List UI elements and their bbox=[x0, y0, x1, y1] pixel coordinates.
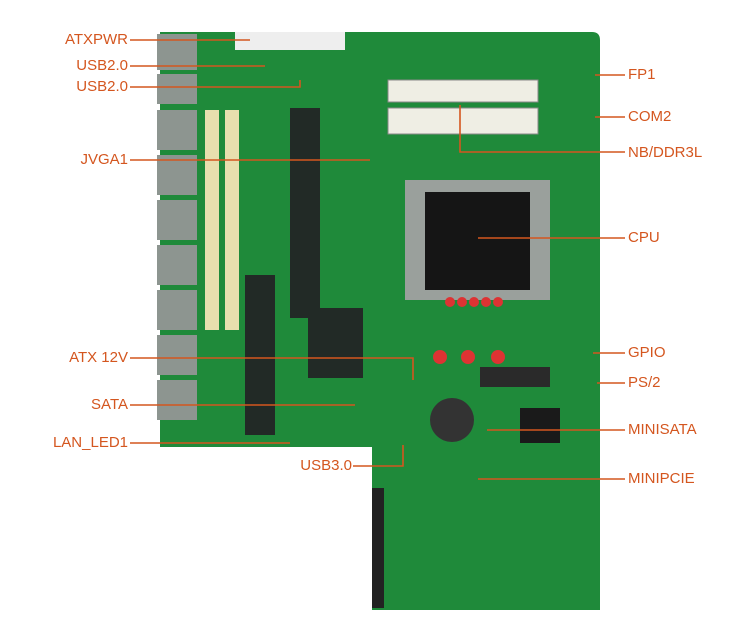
label-com2: COM2 bbox=[628, 108, 672, 125]
chip bbox=[520, 408, 560, 443]
label-jvga1: JVGA1 bbox=[80, 151, 128, 168]
label-cpu: CPU bbox=[628, 229, 660, 246]
label-sata: SATA bbox=[91, 396, 128, 413]
label-ps2: PS/2 bbox=[628, 374, 661, 391]
pcie-slot bbox=[372, 488, 384, 608]
label-minipcie: MINIPCIE bbox=[628, 470, 695, 487]
label-usb30: USB3.0 bbox=[300, 457, 352, 474]
mini-pcie-slot bbox=[480, 367, 550, 387]
heatsinks bbox=[245, 108, 363, 435]
label-atxpwr: ATXPWR bbox=[64, 31, 128, 48]
capacitors bbox=[433, 297, 505, 364]
leader-lines bbox=[130, 39, 625, 480]
atx-power-connector bbox=[235, 32, 345, 50]
label-usb20-b: USB2.0 bbox=[76, 78, 128, 95]
transformers bbox=[205, 110, 239, 330]
cmos-battery bbox=[430, 398, 474, 442]
label-gpio: GPIO bbox=[628, 344, 666, 361]
label-atx12v: ATX 12V bbox=[69, 349, 128, 366]
pcb-board bbox=[160, 32, 600, 610]
label-minisata: MINISATA bbox=[628, 421, 697, 438]
label-fp1: FP1 bbox=[628, 66, 656, 83]
lan-ports bbox=[157, 34, 197, 420]
label-lan-led1: LAN_LED1 bbox=[52, 434, 128, 451]
label-nb-ddr3l: NB/DDR3L bbox=[628, 144, 703, 161]
label-usb20-a: USB2.0 bbox=[76, 57, 128, 74]
memory-slots bbox=[387, 79, 539, 135]
cpu-socket-center bbox=[425, 192, 530, 290]
